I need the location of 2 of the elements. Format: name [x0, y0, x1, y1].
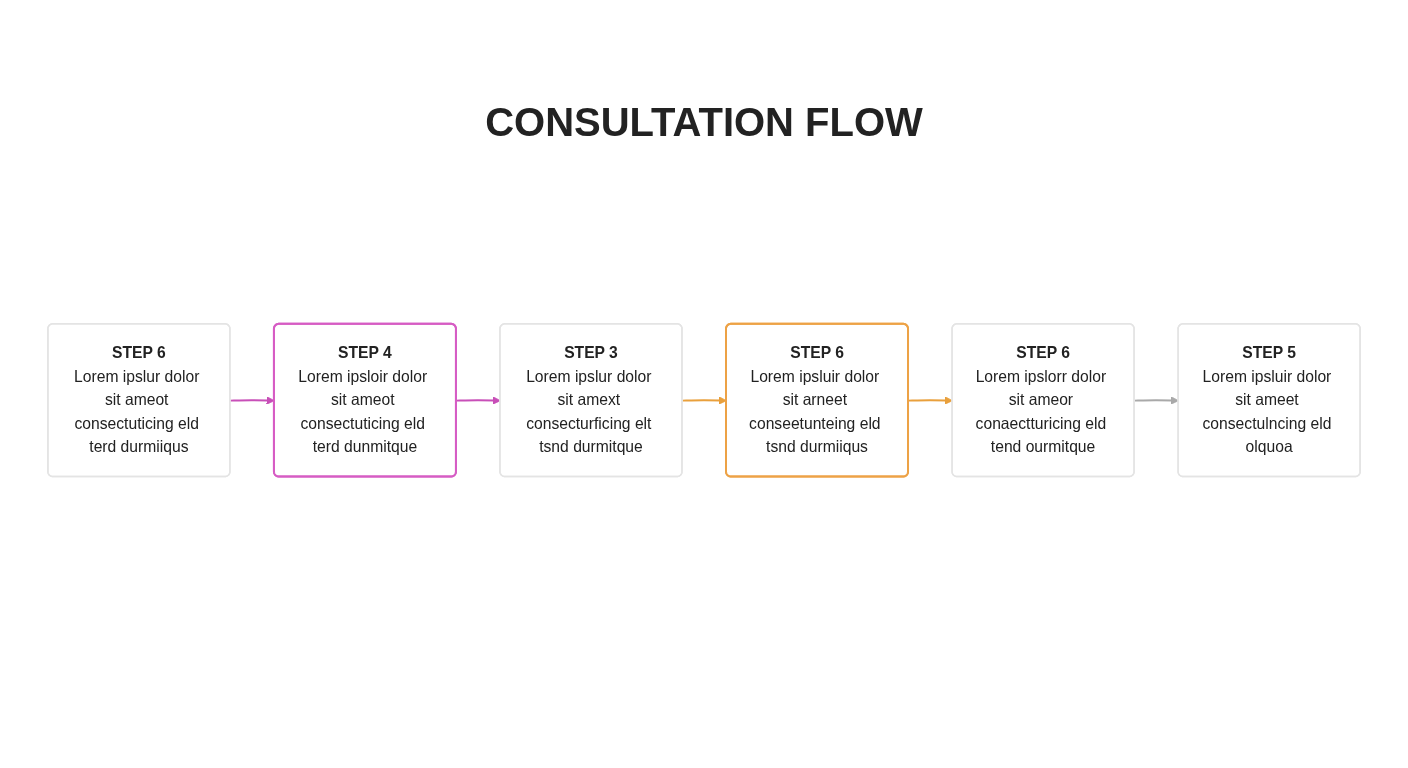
arrow: [681, 396, 727, 405]
title: CONSULTATION FLOW: [484, 100, 924, 145]
